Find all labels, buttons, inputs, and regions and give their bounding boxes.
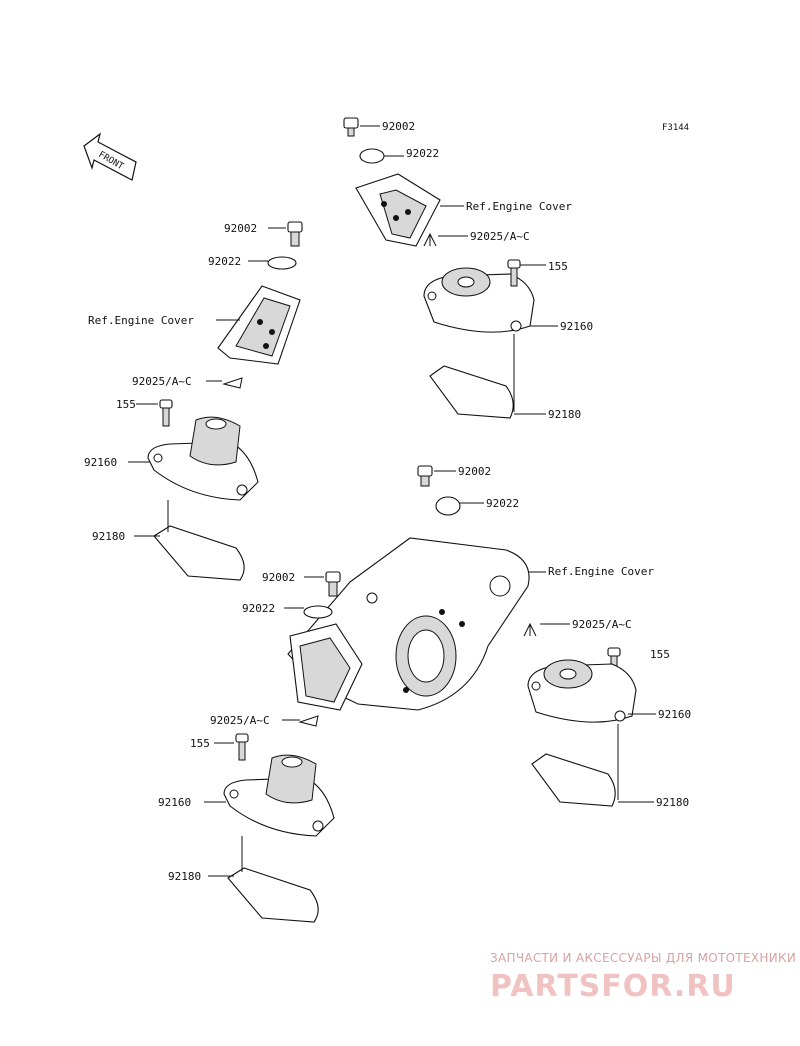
label-155: 155 <box>190 737 210 750</box>
engine-mount-icon <box>527 659 637 723</box>
figure-id: F3144 <box>662 123 689 133</box>
screw-icon <box>235 733 249 761</box>
label-155: 155 <box>548 260 568 273</box>
screw-icon <box>507 259 521 287</box>
label-92160: 92160 <box>658 708 691 721</box>
label-92160: 92160 <box>158 796 191 809</box>
watermark-caption: ЗАПЧАСТИ И АКСЕССУАРЫ ДЛЯ МОТОТЕХНИКИ <box>490 951 796 965</box>
bracket-icon <box>289 623 363 711</box>
screw-icon <box>159 399 173 427</box>
label-ref-engine-cover: Ref.Engine Cover <box>466 200 572 213</box>
label-92002: 92002 <box>382 120 415 133</box>
group-center-right: 92002 92022 Ref.Engine Cover 92025/A~C 1… <box>417 465 691 809</box>
group-left: 92002 92022 Ref.Engine Cover 92025/A~C 1… <box>84 221 303 581</box>
washer-icon <box>359 148 385 164</box>
label-155: 155 <box>116 398 136 411</box>
label-92025: 92025/A~C <box>132 375 192 388</box>
bolt-icon <box>343 117 359 137</box>
label-ref-engine-cover: Ref.Engine Cover <box>548 565 654 578</box>
washer-icon <box>267 256 297 270</box>
label-92160: 92160 <box>84 456 117 469</box>
clip-icon <box>298 715 319 727</box>
label-155: 155 <box>650 648 670 661</box>
label-92022: 92022 <box>406 147 439 160</box>
rubber-pad-icon <box>153 525 245 581</box>
label-92025: 92025/A~C <box>470 230 530 243</box>
group-top-right: 92002 92022 Ref.Engine Cover 92025/A~C <box>343 117 593 421</box>
clip-icon <box>523 622 537 637</box>
label-92022: 92022 <box>208 255 241 268</box>
bracket-icon <box>217 285 301 365</box>
watermark: ЗАПЧАСТИ И АКСЕССУАРЫ ДЛЯ МОТОТЕХНИКИ PA… <box>490 951 796 1004</box>
label-92025: 92025/A~C <box>210 714 270 727</box>
label-92002: 92002 <box>262 571 295 584</box>
label-ref-engine-cover: Ref.Engine Cover <box>88 314 194 327</box>
label-92022: 92022 <box>486 497 519 510</box>
bracket-icon <box>355 173 441 247</box>
label-92002: 92002 <box>458 465 491 478</box>
label-92002: 92002 <box>224 222 257 235</box>
group-bottom-left: 92002 92022 92025/A~C 155 92160 9218 <box>158 571 363 923</box>
label-92180: 92180 <box>168 870 201 883</box>
clip-icon <box>423 232 437 247</box>
label-92180: 92180 <box>548 408 581 421</box>
bolt-icon <box>287 221 303 247</box>
engine-mount-icon <box>223 754 335 837</box>
engine-mount-icon <box>147 416 259 501</box>
rubber-pad-icon <box>429 365 514 419</box>
engine-mount-icon <box>423 267 535 333</box>
label-92022: 92022 <box>242 602 275 615</box>
bolt-icon <box>325 571 341 597</box>
label-92025: 92025/A~C <box>572 618 632 631</box>
label-92160: 92160 <box>560 320 593 333</box>
washer-icon <box>303 605 333 619</box>
bolt-icon <box>417 465 433 487</box>
watermark-brand: PARTSFOR.RU <box>490 969 736 1004</box>
washer-icon <box>435 496 461 516</box>
clip-icon <box>222 377 243 389</box>
label-92180: 92180 <box>656 796 689 809</box>
rubber-pad-icon <box>227 867 319 923</box>
label-92180: 92180 <box>92 530 125 543</box>
rubber-pad-icon <box>531 753 616 807</box>
front-arrow-icon: FRONT <box>83 132 137 181</box>
